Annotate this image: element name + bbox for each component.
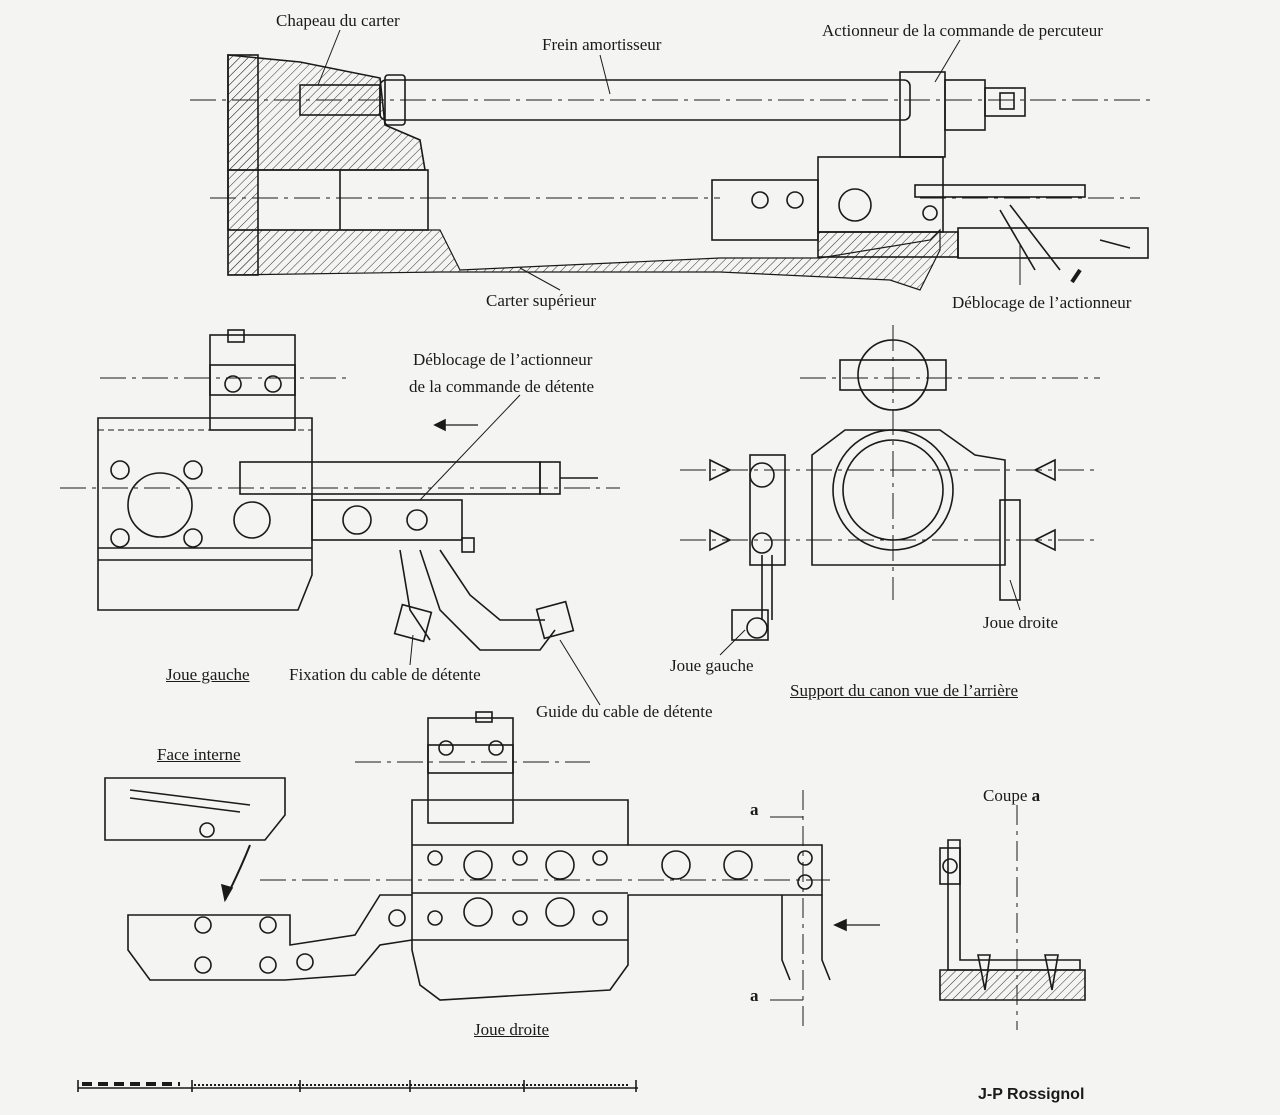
label-carter-superieur: Carter supérieur — [486, 291, 596, 310]
section-a-view — [939, 805, 1086, 1030]
label-coupe-text: Coupe — [983, 786, 1028, 805]
label-face-interne: Face interne — [157, 745, 241, 764]
section-marker-a-top: a — [750, 800, 759, 819]
section-marker-a-bottom: a — [750, 986, 759, 1005]
label-deblocage-detente-line1: Déblocage de l’actionneur — [413, 350, 593, 369]
label-joue-gauche-right: Joue gauche — [670, 656, 754, 675]
label-deblocage-detente-line2: de la commande de détente — [409, 377, 595, 396]
top-assembly-view — [190, 29, 1150, 291]
label-chapeau-du-carter: Chapeau du carter — [276, 11, 400, 30]
gun-support-rear-view — [680, 325, 1100, 656]
label-joue-droite-support: Joue droite — [983, 613, 1059, 632]
right-cheek-view — [104, 711, 880, 1030]
label-coupe: Coupe a — [983, 787, 1040, 804]
label-frein-amortisseur: Frein amortisseur — [542, 35, 662, 54]
scale-bar — [77, 1080, 638, 1092]
label-actionneur-percuteur: Actionneur de la commande de percuteur — [822, 21, 1103, 40]
label-deblocage-actionneur: Déblocage de l’actionneur — [952, 293, 1132, 312]
label-joue-gauche-left: Joue gauche — [166, 665, 250, 684]
left-cheek-view — [60, 329, 620, 706]
label-guide-cable: Guide du cable de détente — [536, 702, 713, 721]
label-coupe-letter: a — [1031, 786, 1041, 805]
label-fixation-cable: Fixation du cable de détente — [289, 665, 481, 684]
label-support-canon: Support du canon vue de l’arrière — [790, 681, 1018, 700]
label-joue-droite-bottom: Joue droite — [474, 1020, 550, 1039]
author-credit: J-P Rossignol — [978, 1086, 1085, 1103]
